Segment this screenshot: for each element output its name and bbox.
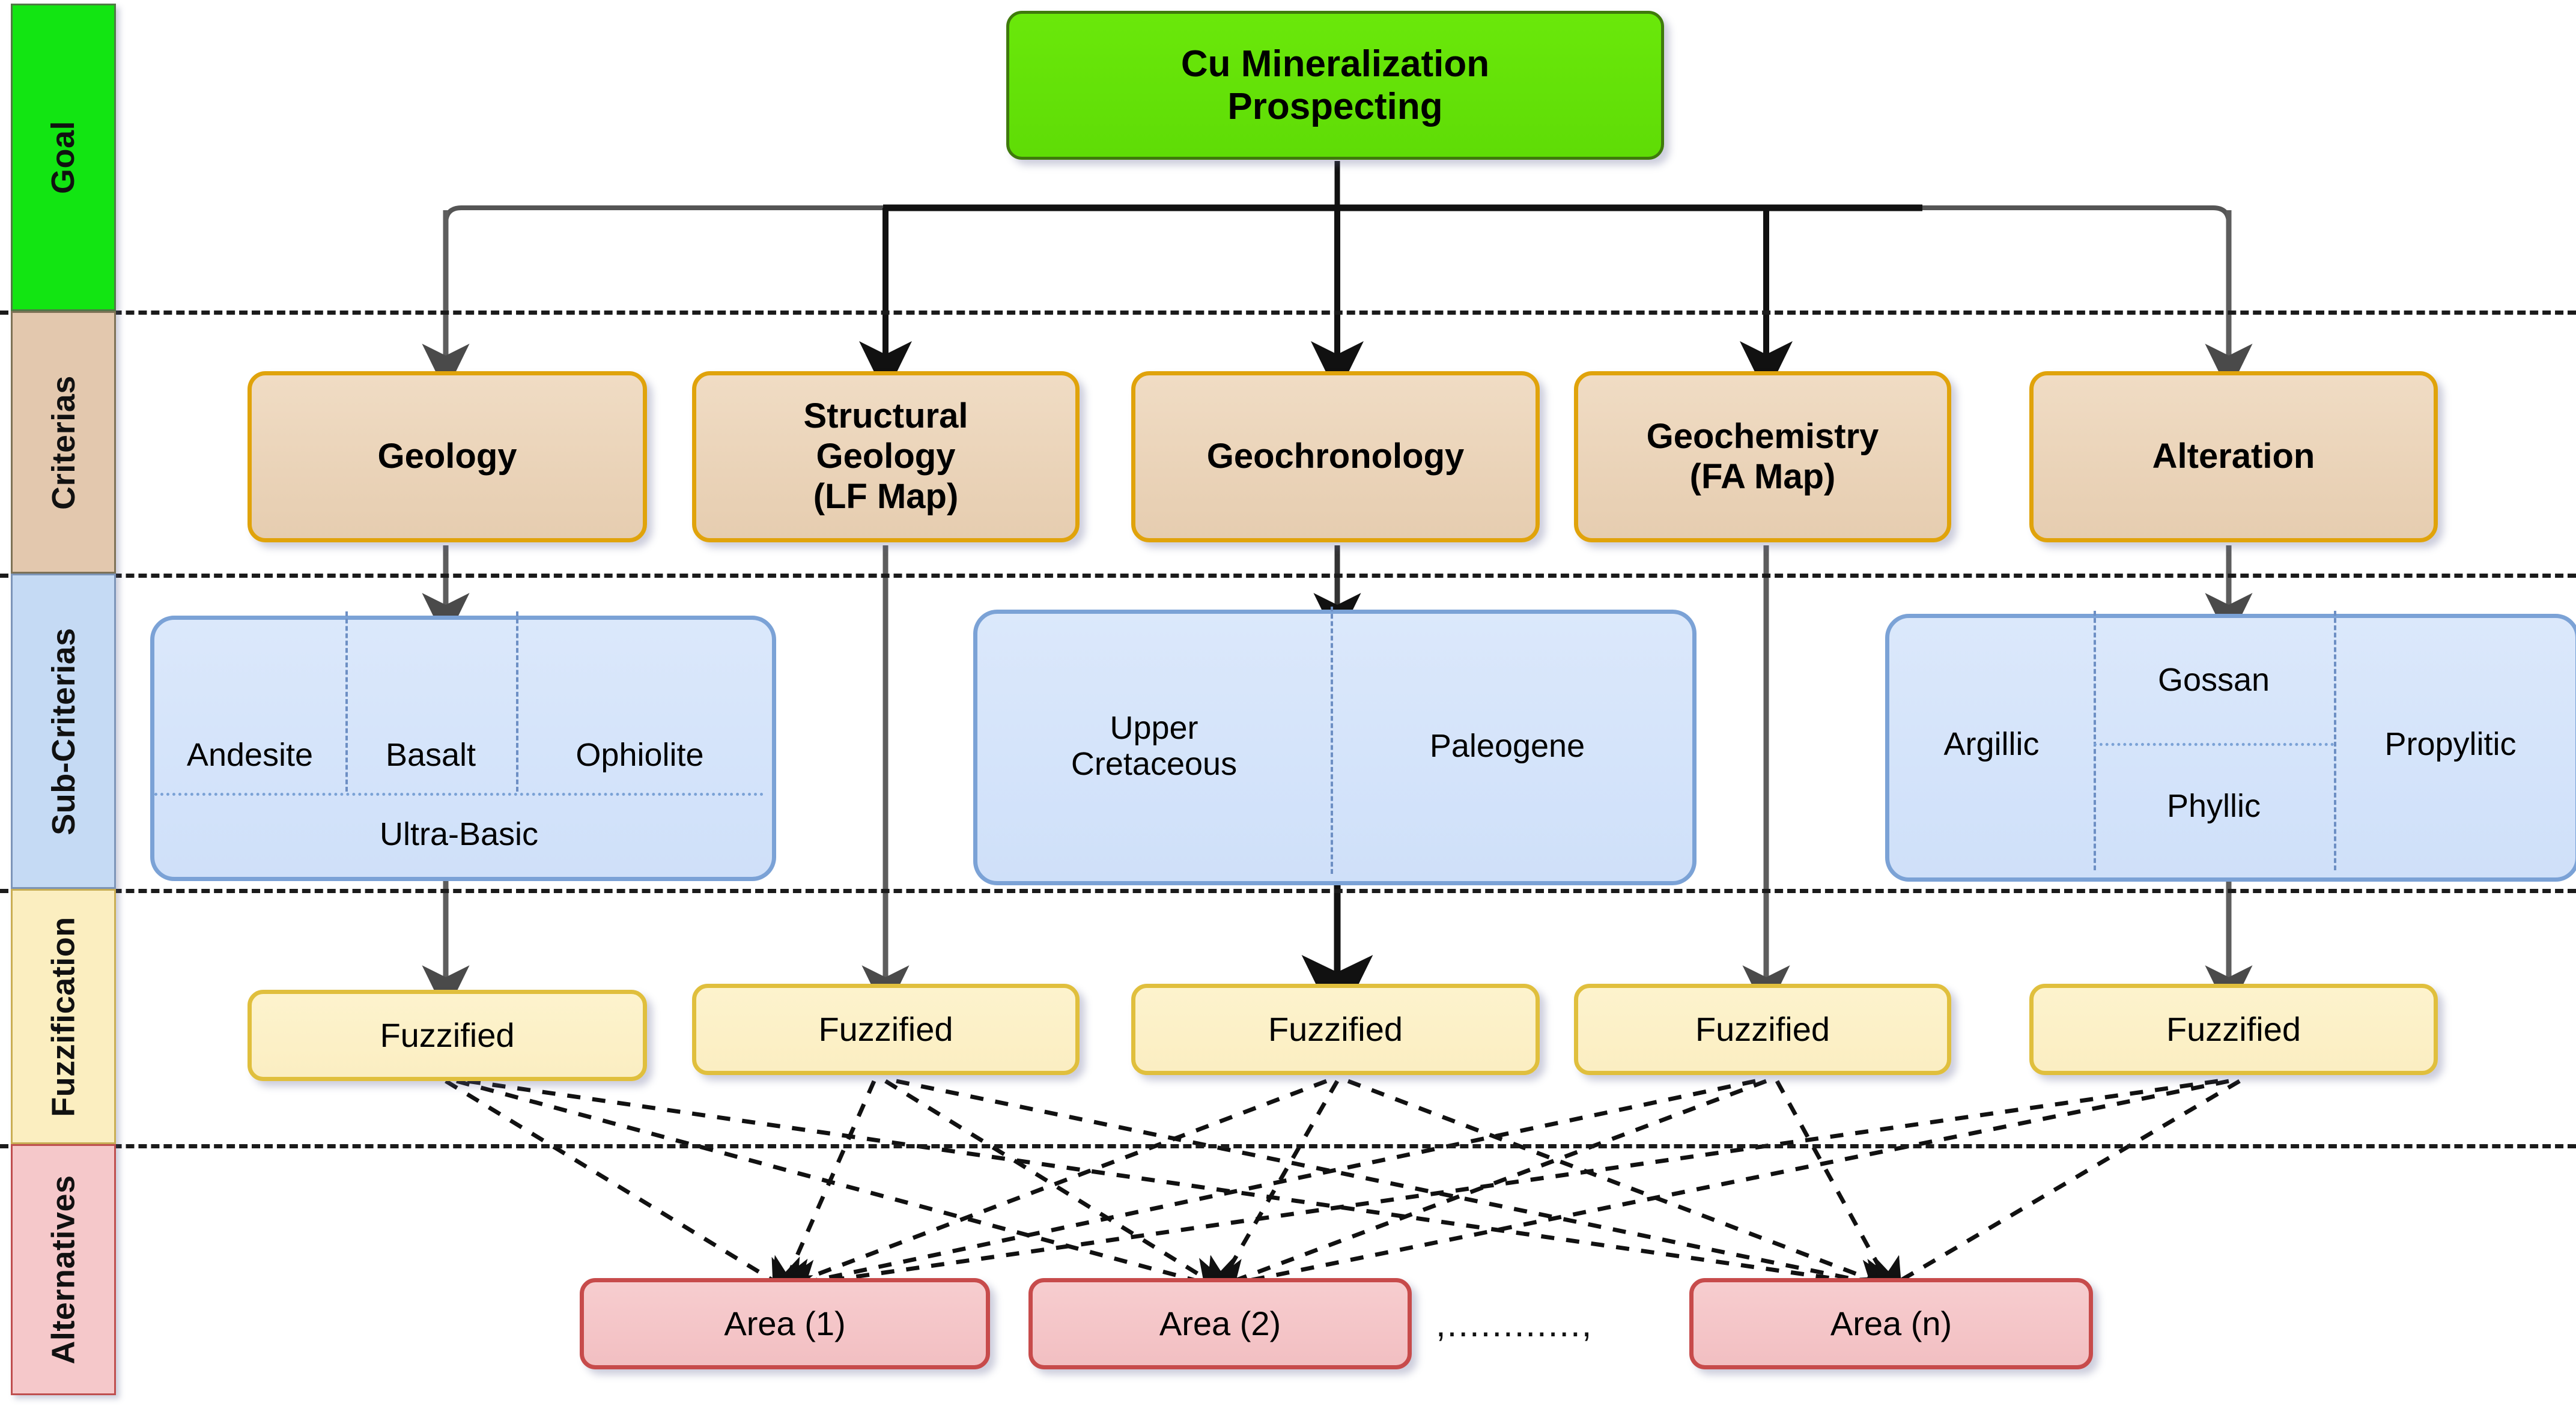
separator-goal-criterias bbox=[0, 311, 2576, 315]
alternative-node-area-2-label: Area (2) bbox=[1159, 1304, 1281, 1342]
subcriteria-alteration-gossan[interactable]: Gossan bbox=[2094, 647, 2334, 713]
fuzzified-node-2-label: Fuzzified bbox=[818, 1010, 953, 1048]
separator-fuzzification-alternatives bbox=[0, 1144, 2576, 1148]
subcriteria-geology-basalt[interactable]: Basalt bbox=[345, 722, 516, 788]
level-band-fuzzification-label: Fuzzification bbox=[45, 916, 82, 1117]
subcriteria-alteration-propylitic-label: Propylitic bbox=[2384, 726, 2517, 762]
alternative-node-area-1-label: Area (1) bbox=[724, 1304, 846, 1342]
subcriteria-alteration-argillic-label: Argillic bbox=[1943, 726, 2040, 762]
alternative-node-area-1[interactable]: Area (1) bbox=[580, 1278, 990, 1369]
alternative-node-area-n[interactable]: Area (n) bbox=[1689, 1278, 2093, 1369]
divider-alteration-3 bbox=[2094, 743, 2334, 746]
subcriteria-geology-ophiolite-label: Ophiolite bbox=[576, 736, 704, 773]
separator-subcriterias-fuzzification bbox=[0, 889, 2576, 893]
criteria-node-geochronology[interactable]: Geochronology bbox=[1131, 371, 1540, 542]
criteria-node-geochronology-label: Geochronology bbox=[1206, 437, 1465, 476]
criteria-node-geochemistry[interactable]: Geochemistry(FA Map) bbox=[1574, 371, 1951, 542]
divider-geology-3 bbox=[154, 793, 764, 796]
goal-to-criteria-links bbox=[422, 161, 2253, 396]
subcriteria-box-alteration[interactable]: Argillic Gossan Phyllic Propylitic bbox=[1885, 611, 2576, 882]
fuzzified-node-1-label: Fuzzified bbox=[380, 1016, 515, 1054]
divider-alteration-1 bbox=[2094, 611, 2096, 870]
criteria-node-alteration[interactable]: Alteration bbox=[2029, 371, 2438, 542]
fuzzified-node-5-label: Fuzzified bbox=[2166, 1010, 2301, 1048]
level-band-goal: Goal bbox=[11, 4, 116, 311]
subcriteria-geology-andesite[interactable]: Andesite bbox=[154, 722, 345, 788]
subcriteria-geology-basalt-label: Basalt bbox=[385, 736, 476, 773]
subcriteria-geology-ultra-basic-label: Ultra-Basic bbox=[379, 816, 539, 852]
fuzzified-node-5[interactable]: Fuzzified bbox=[2029, 984, 2438, 1075]
criteria-node-alteration-label: Alteration bbox=[2152, 437, 2315, 476]
subcriteria-box-geology[interactable]: Andesite Basalt Ophiolite Ultra-Basic bbox=[150, 611, 776, 881]
fuzzified-node-1[interactable]: Fuzzified bbox=[248, 990, 647, 1081]
level-band-subcriterias: Sub-Criterias bbox=[11, 574, 116, 889]
criteria-node-geology-label: Geology bbox=[377, 437, 517, 476]
subcriteria-geology-andesite-label: Andesite bbox=[186, 736, 314, 773]
fuzzified-node-3-label: Fuzzified bbox=[1268, 1010, 1403, 1048]
level-band-subcriterias-label: Sub-Criterias bbox=[45, 627, 82, 835]
subcriteria-geology-ultra-basic[interactable]: Ultra-Basic bbox=[154, 800, 764, 868]
fuzzified-node-2[interactable]: Fuzzified bbox=[692, 984, 1080, 1075]
subcriteria-alteration-argillic[interactable]: Argillic bbox=[1889, 711, 2094, 777]
level-band-criterias: Criterias bbox=[11, 311, 116, 574]
alternative-node-area-2[interactable]: Area (2) bbox=[1028, 1278, 1412, 1369]
subcriteria-alteration-propylitic[interactable]: Propylitic bbox=[2334, 711, 2567, 777]
subcriteria-geochronology-paleogene[interactable]: Paleogene bbox=[1331, 698, 1684, 794]
criteria-to-subcriteria-links bbox=[422, 545, 2253, 642]
level-band-alternatives: Alternatives bbox=[11, 1144, 116, 1395]
level-band-goal-label: Goal bbox=[45, 120, 82, 195]
fuzzification-to-alternatives-links bbox=[445, 1079, 2241, 1309]
subcriteria-alteration-phyllic-label: Phyllic bbox=[2166, 787, 2261, 824]
subcriteria-geology-ophiolite[interactable]: Ophiolite bbox=[516, 722, 764, 788]
level-band-alternatives-label: Alternatives bbox=[45, 1175, 82, 1365]
fuzzified-node-4-label: Fuzzified bbox=[1695, 1010, 1830, 1048]
divider-geochronology-1 bbox=[1331, 607, 1333, 874]
separator-criterias-subcriterias bbox=[0, 574, 2576, 578]
subcriteria-alteration-phyllic[interactable]: Phyllic bbox=[2094, 773, 2334, 839]
level-band-criterias-label: Criterias bbox=[45, 375, 82, 510]
fuzzified-node-3[interactable]: Fuzzified bbox=[1131, 984, 1540, 1075]
fuzzified-node-4[interactable]: Fuzzified bbox=[1574, 984, 1951, 1075]
level-band-fuzzification: Fuzzification bbox=[11, 889, 116, 1144]
alternative-node-area-n-label: Area (n) bbox=[1830, 1304, 1952, 1342]
subcriteria-alteration-gossan-label: Gossan bbox=[2157, 661, 2270, 698]
subcriteria-geochronology-paleogene-label: Paleogene bbox=[1429, 727, 1585, 764]
criteria-node-geology[interactable]: Geology bbox=[248, 371, 647, 542]
divider-alteration-2 bbox=[2334, 611, 2336, 870]
divider-geology-1 bbox=[345, 611, 348, 792]
alternatives-ellipsis: ,............, bbox=[1436, 1304, 1593, 1344]
criteria-node-geochemistry-label: Geochemistry(FA Map) bbox=[1646, 416, 1879, 496]
divider-geology-2 bbox=[516, 611, 518, 792]
